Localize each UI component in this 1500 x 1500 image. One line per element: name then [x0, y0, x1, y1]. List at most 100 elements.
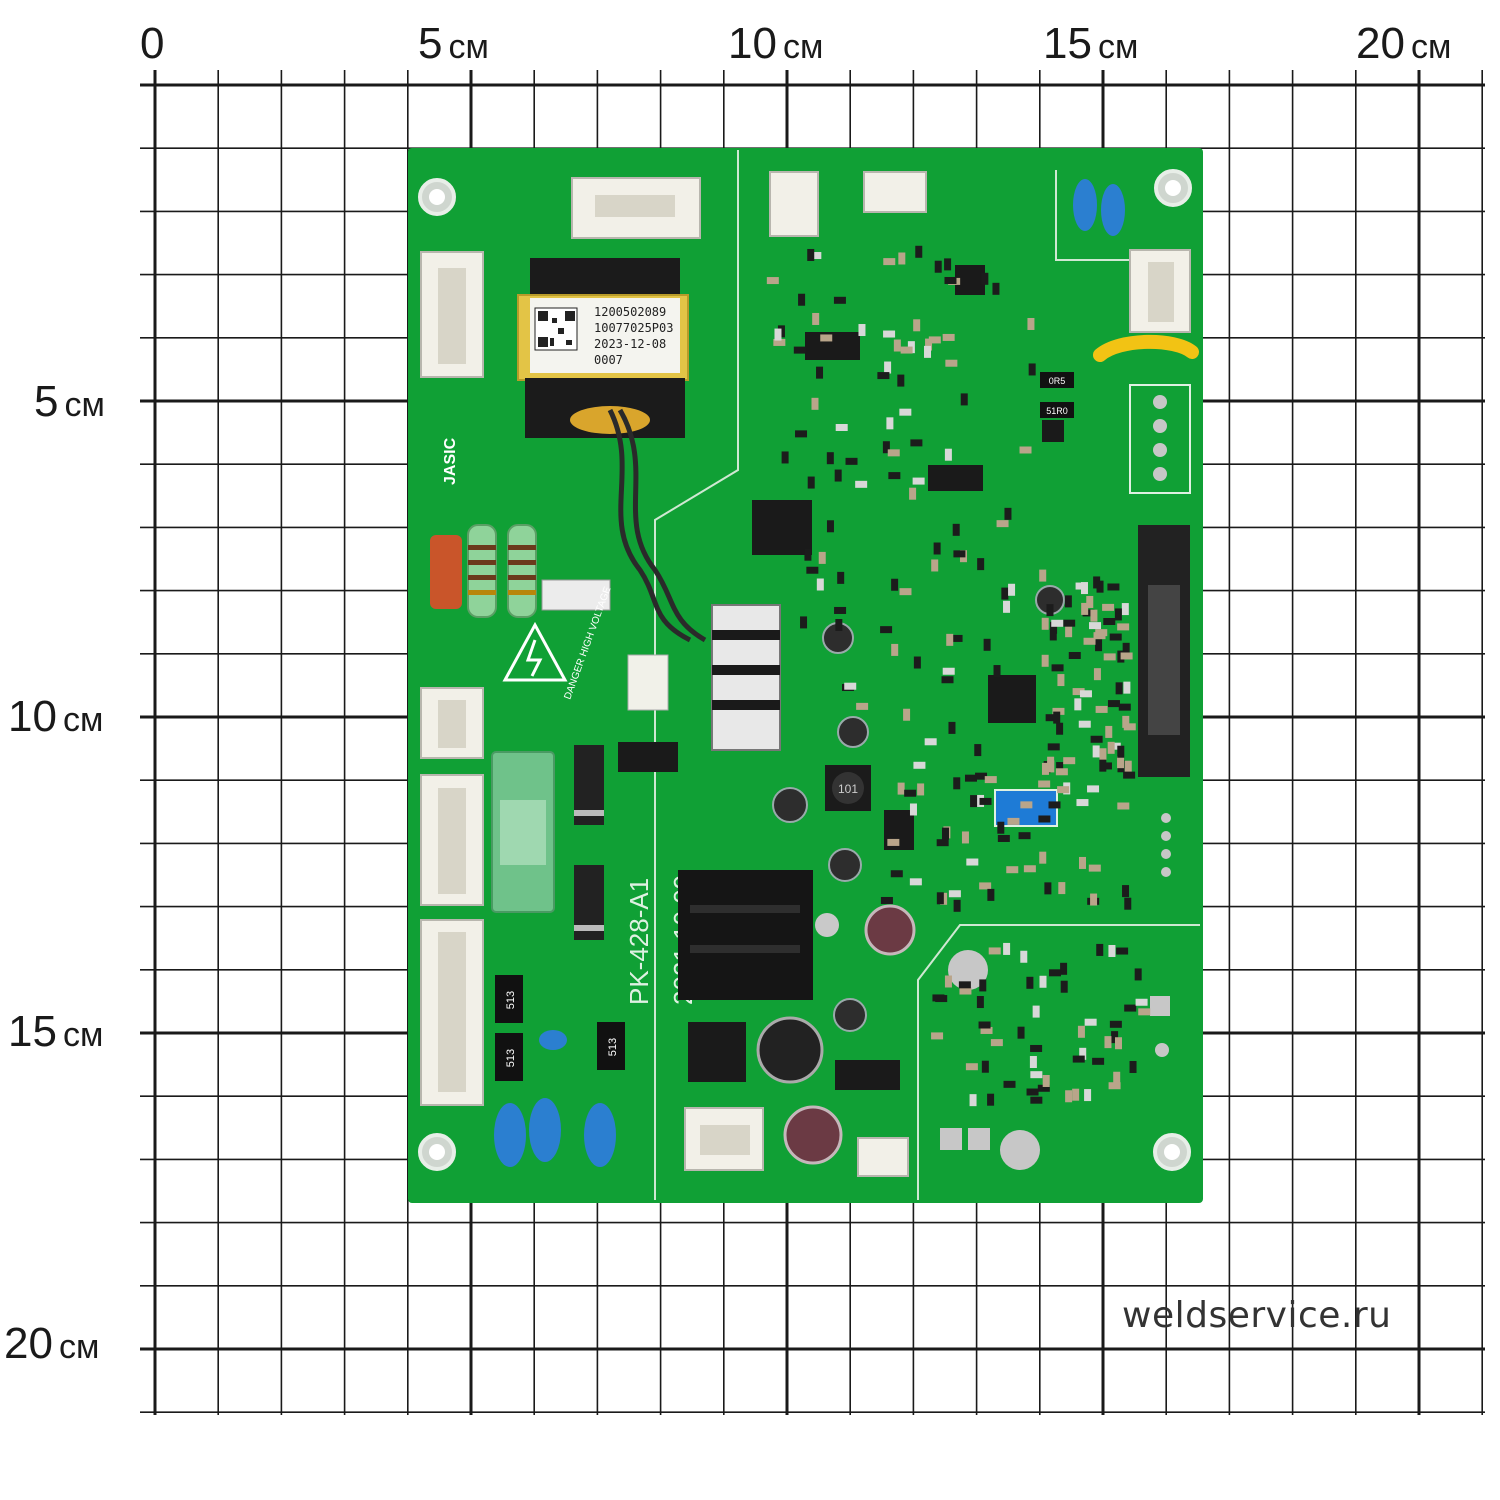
- smd-part: [1007, 817, 1020, 825]
- smd-part: [774, 328, 782, 341]
- smd-part: [816, 366, 824, 379]
- smd-part: [931, 559, 939, 572]
- smd-part: [1138, 1008, 1151, 1016]
- smd-part: [976, 996, 984, 1009]
- smd-part: [1122, 715, 1130, 728]
- smd-part: [856, 702, 869, 710]
- y-capacitors: [494, 179, 1125, 1167]
- smd-part: [1095, 705, 1108, 713]
- smd-part: [900, 346, 913, 354]
- smd-part: [1107, 741, 1115, 754]
- smd-part: [975, 772, 988, 780]
- smd-part: [1134, 968, 1142, 981]
- smd-part: [942, 667, 955, 675]
- electrolytic-capacitor: [756, 1016, 824, 1084]
- smd-part: [820, 334, 833, 342]
- smd-part: [807, 476, 815, 489]
- smd-part: [1051, 619, 1064, 627]
- smd-part: [1047, 756, 1055, 769]
- smd-part: [933, 542, 941, 555]
- inductor-code: 101: [838, 782, 858, 796]
- smd-part: [811, 397, 819, 410]
- smd-part: [1039, 851, 1047, 864]
- smd-part: [942, 333, 955, 341]
- smd-part: [1107, 700, 1120, 708]
- smd-part: [1093, 668, 1101, 681]
- connector-pins: [438, 195, 1174, 1155]
- top-scale-value: 15: [1043, 19, 1092, 68]
- smd-part: [1060, 962, 1068, 975]
- smd-part: [1049, 628, 1057, 641]
- left-scale-unit: см: [64, 386, 105, 424]
- smd-resistor: 0R5: [1040, 372, 1074, 388]
- top-scale-unit: см: [782, 28, 824, 66]
- smd-part: [1006, 866, 1019, 874]
- smd-part: [845, 457, 858, 465]
- smd-part: [1057, 674, 1065, 687]
- smd-part: [1109, 1020, 1122, 1028]
- resistor-code: 513: [505, 1049, 517, 1067]
- ic-chip: [618, 742, 678, 772]
- diode: [574, 745, 604, 825]
- smd-part: [1072, 1055, 1085, 1063]
- smd-part: [1084, 1089, 1092, 1102]
- smd-part: [1003, 600, 1011, 613]
- smd-part: [887, 449, 900, 457]
- smd-part: [1122, 885, 1130, 898]
- smd-part: [958, 981, 971, 989]
- smd-part: [812, 312, 820, 325]
- smd-part: [1080, 582, 1088, 595]
- smd-part: [1117, 745, 1125, 758]
- smd-part: [834, 606, 847, 614]
- smd-part: [1079, 690, 1092, 698]
- smd-part: [1092, 1057, 1105, 1065]
- smd-part: [1017, 1026, 1025, 1039]
- smd-part: [909, 878, 922, 886]
- smd-part: [1038, 815, 1051, 823]
- fuse-holder: [491, 751, 555, 913]
- y-capacitor: [494, 1103, 526, 1167]
- smd-part: [953, 550, 966, 558]
- smd-part: [898, 252, 906, 265]
- smd-part: [990, 1039, 1003, 1047]
- top-scale-value: 20: [1356, 19, 1405, 68]
- smd-part: [1048, 801, 1061, 809]
- smd-resistor-513: 513: [495, 975, 523, 1023]
- y-capacitor: [1101, 184, 1125, 236]
- smd-part: [880, 896, 893, 904]
- resistor-code: 513: [607, 1038, 619, 1056]
- connector-cn5: [857, 1137, 909, 1177]
- smd-part: [1048, 969, 1061, 977]
- smd-part: [965, 1063, 978, 1071]
- smd-part: [913, 656, 921, 669]
- smd-part: [891, 578, 899, 591]
- transformer-label-line: 1200502089: [594, 305, 666, 319]
- smd-part: [979, 797, 992, 805]
- resistor-code: 51R0: [1046, 406, 1068, 416]
- smd-part: [795, 430, 808, 438]
- transformer: 1200502089 10077025P03 2023-12-08 0007: [517, 258, 707, 643]
- smd-part: [1045, 714, 1058, 722]
- smd-part: [1004, 507, 1012, 520]
- smd-part: [897, 374, 905, 387]
- smd-part: [1044, 882, 1052, 895]
- smd-part: [1051, 664, 1064, 672]
- smd-part: [978, 1021, 991, 1029]
- smd-part: [1108, 944, 1116, 957]
- smd-part: [1090, 893, 1098, 906]
- smd-part: [1096, 943, 1104, 956]
- smd-part: [1116, 947, 1129, 955]
- smd-part: [1018, 832, 1031, 840]
- smd-part: [766, 277, 779, 285]
- qr-code-pattern: [538, 311, 575, 347]
- smd-part: [880, 626, 893, 634]
- smd-part: [1108, 1082, 1121, 1090]
- smd-part: [1064, 595, 1072, 608]
- smd-part: [992, 282, 1000, 295]
- smd-part: [1074, 698, 1082, 711]
- smd-part: [961, 831, 969, 844]
- smd-part: [1088, 864, 1101, 872]
- smd-part: [1047, 743, 1060, 751]
- relay-component: [541, 579, 611, 611]
